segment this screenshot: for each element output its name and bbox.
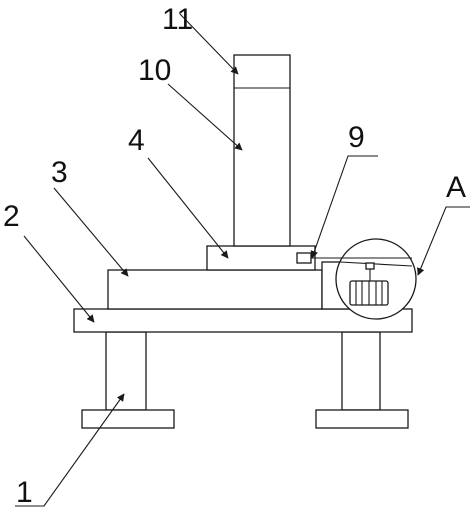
right-foot	[315, 409, 409, 429]
leader-4	[147, 157, 229, 259]
leader-10	[167, 83, 243, 151]
label-part-11: 11	[162, 3, 193, 36]
label-part-9: 9	[348, 121, 365, 154]
vertical-column	[233, 54, 291, 247]
detail-circle	[335, 238, 417, 320]
label-part-3: 3	[51, 156, 68, 189]
label-part-2: 2	[3, 200, 20, 233]
label-part-10: 10	[138, 54, 171, 87]
bracket-block	[296, 252, 312, 264]
leader-a	[417, 206, 470, 276]
base-block	[107, 269, 323, 310]
leader-11	[179, 13, 239, 75]
leader-9	[310, 155, 378, 259]
label-part-1: 1	[16, 476, 33, 509]
leader-3	[53, 187, 129, 277]
left-foot	[81, 409, 175, 429]
label-detail-a: A	[446, 171, 466, 204]
right-leg	[341, 331, 381, 411]
leader-1	[15, 393, 125, 507]
detail-shaft-collar	[365, 262, 375, 270]
gear-teeth	[355, 281, 383, 305]
leader-2	[23, 235, 95, 323]
label-part-4: 4	[128, 124, 145, 157]
detail-a-group	[335, 238, 417, 320]
left-leg	[105, 331, 147, 411]
detail-rail-bottom	[339, 261, 413, 267]
